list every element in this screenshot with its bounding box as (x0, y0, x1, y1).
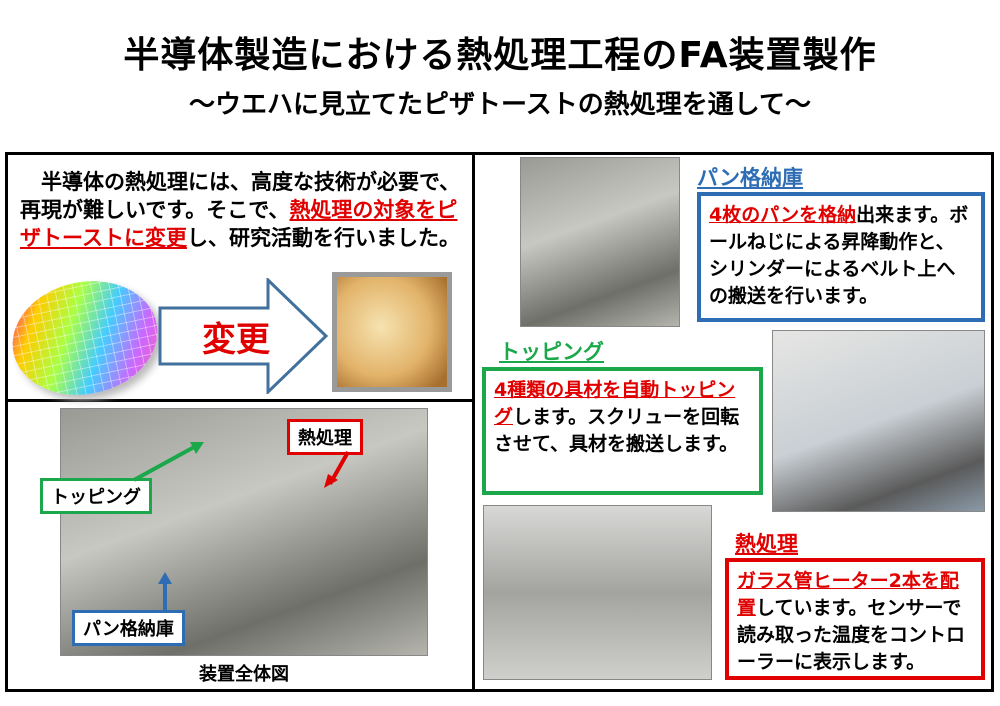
heat-photo (483, 505, 712, 680)
pizza-toast-image (332, 272, 452, 392)
change-label: 変更 (202, 320, 270, 360)
label-topping: トッピング (40, 478, 152, 514)
heat-text: しています。センサーで読み取った温度をコントローラーに表示します。 (737, 597, 966, 673)
arrow-topping-icon (133, 442, 204, 482)
topping-text: します。スクリューを回転させて、具材を搬送します。 (494, 406, 740, 455)
storage-description: 4枚のパンを格納出来ます。ボールねじによる昇降動作と、シリンダーによるベルト上へ… (697, 192, 985, 322)
label-heat: 熱処理 (287, 419, 363, 455)
poster-title: 半導体製造における熱処理工程のFA装置製作 (123, 35, 877, 76)
poster-subtitle: ～ウエハに見立てたピザトーストの熱処理を通して～ (189, 90, 811, 120)
arrow-heat-icon (324, 451, 350, 488)
heat-highlight: ガラス管ヒーター2本を配置 (737, 570, 959, 619)
intro-highlight: 熱処理の対象をピザトーストに変更 (20, 198, 458, 250)
arrow-icon (158, 278, 329, 394)
content-frame (5, 152, 994, 692)
horizontal-divider (5, 399, 474, 402)
topping-description: 4種類の具材を自動トッピングします。スクリューを回転させて、具材を搬送します。 (482, 367, 763, 495)
topping-highlight: 4種類の具材を自動トッピング (494, 379, 736, 428)
label-storage: パン格納庫 (72, 610, 185, 646)
heat-heading: 熱処理 (735, 532, 798, 556)
intro-part2: し、研究活動を行いました。 (186, 226, 460, 250)
storage-highlight: 4枚のパンを格納 (709, 204, 857, 226)
intro-text: 半導体の熱処理には、高度な技術が必要で、再現が難しいです。そこで、熱処理の対象を… (20, 168, 470, 252)
vertical-divider (472, 152, 475, 692)
storage-text: 出来ます。ボールねじによる昇降動作と、シリンダーによるベルト上への搬送を行います… (709, 204, 969, 307)
topping-photo (772, 330, 985, 512)
intro-part1: 半導体の熱処理には、高度な技術が必要で、再現が難しいです。そこで、 (20, 170, 461, 222)
storage-heading: パン格納庫 (697, 166, 804, 190)
arrow-storage-icon (158, 572, 172, 610)
storage-photo (520, 157, 680, 327)
overview-caption: 装置全体図 (199, 664, 289, 685)
heat-description: ガラス管ヒーター2本を配置しています。センサーで読み取った温度をコントローラーに… (725, 558, 985, 680)
topping-heading: トッピング (499, 340, 604, 364)
